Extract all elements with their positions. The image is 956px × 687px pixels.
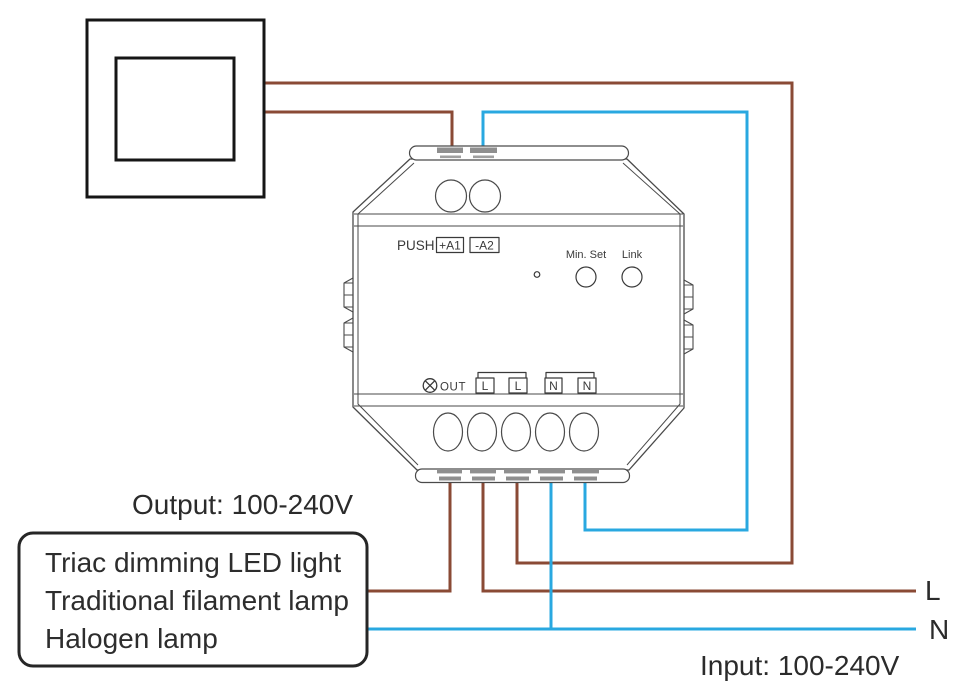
dimmer-device: PUSH +A1 -A2 Min. Set Link OUT L L bbox=[343, 145, 694, 484]
load-type-1: Triac dimming LED light bbox=[45, 547, 341, 578]
out-label: OUT bbox=[440, 382, 466, 394]
wire-out-to-load bbox=[367, 474, 452, 593]
bottom-terminal-boxes: L L N N bbox=[475, 377, 597, 394]
wire-l-to-input bbox=[481, 474, 916, 593]
terminal-a2-label: -A2 bbox=[475, 239, 494, 253]
bottom-terminal-slots bbox=[437, 470, 599, 481]
device-inner-rim bbox=[357, 162, 681, 466]
device-body bbox=[352, 158, 685, 471]
output-voltage-label: Output: 100-240V bbox=[132, 489, 353, 520]
terminal-n2-label: N bbox=[583, 379, 592, 393]
input-live-label: L bbox=[925, 575, 941, 606]
side-clips bbox=[343, 277, 694, 355]
terminal-box-a1 bbox=[435, 236, 465, 254]
input-voltage-label: Input: 100-240V bbox=[700, 650, 900, 681]
device-fold-lines bbox=[354, 213, 683, 407]
load-box: Triac dimming LED light Traditional fila… bbox=[17, 531, 369, 668]
terminal-n1-label: N bbox=[549, 379, 558, 393]
load-type-3: Halogen lamp bbox=[45, 623, 218, 654]
wire-a2-to-neutral bbox=[481, 110, 749, 532]
load-type-2: Traditional filament lamp bbox=[45, 585, 349, 616]
wall-switch-button bbox=[114, 56, 236, 162]
top-terminal-strip bbox=[408, 145, 630, 161]
link-button bbox=[621, 266, 643, 288]
load-box-outline bbox=[17, 531, 369, 668]
terminal-box-a2 bbox=[469, 236, 500, 254]
top-terminal-slots bbox=[437, 147, 497, 159]
terminal-a1-label: +A1 bbox=[439, 239, 461, 253]
wires bbox=[265, 81, 916, 631]
input-neutral-label: N bbox=[929, 614, 949, 645]
push-label: PUSH bbox=[397, 238, 435, 253]
push-wire-holes bbox=[434, 179, 502, 213]
terminal-pair-brackets bbox=[477, 371, 595, 378]
wire-live-switch-loop bbox=[265, 81, 794, 565]
terminal-l2-label: L bbox=[515, 379, 522, 393]
terminal-l1-label: L bbox=[482, 379, 489, 393]
lamp-out-icon bbox=[422, 378, 438, 393]
wall-switch bbox=[85, 18, 266, 199]
wire-switch-to-a1 bbox=[265, 110, 454, 156]
min-set-button bbox=[575, 266, 597, 288]
mains-wire-holes bbox=[432, 412, 600, 452]
link-label: Link bbox=[622, 249, 643, 261]
min-set-label: Min. Set bbox=[566, 249, 606, 261]
status-led bbox=[533, 271, 541, 278]
